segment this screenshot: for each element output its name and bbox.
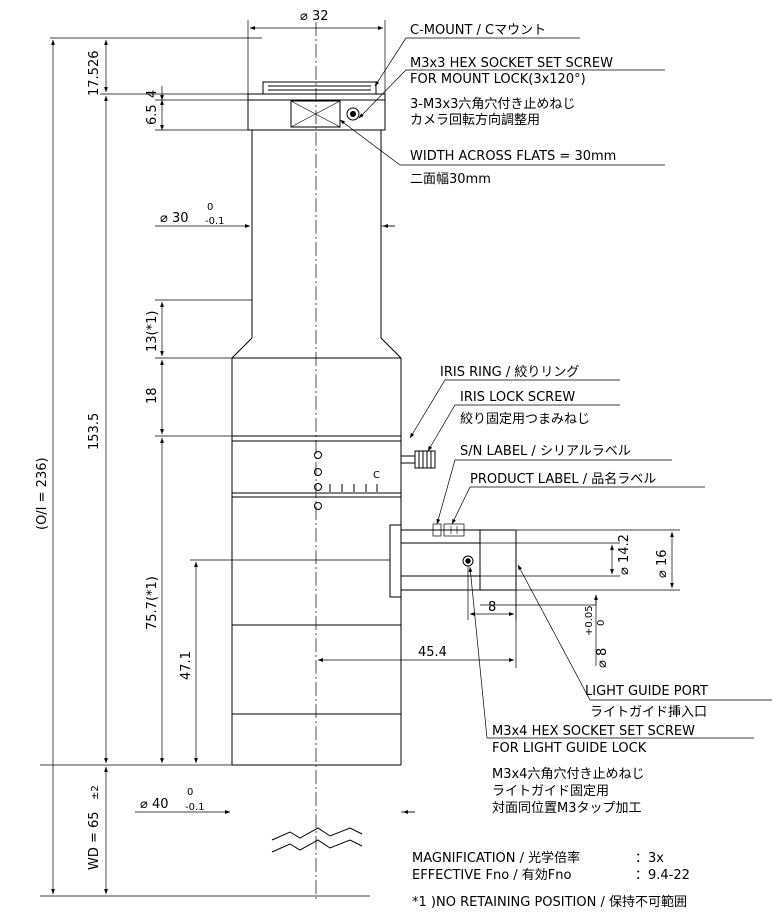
m3x4-label-2: FOR LIGHT GUIDE LOCK bbox=[492, 741, 647, 756]
dia40-tol-low: -0.1 bbox=[185, 802, 205, 813]
wd-label: WD = 65 bbox=[87, 811, 102, 870]
footnote: *1 )NO RETAINING POSITION / 保持不可範囲 bbox=[412, 895, 687, 910]
iris-c-mark: C bbox=[373, 470, 380, 481]
product-label-icon bbox=[443, 523, 465, 537]
width-flats-jp: 二面幅30mm bbox=[410, 172, 491, 187]
m3x3-jp-2: カメラ回転方向調整用 bbox=[410, 112, 540, 128]
m3x3-label-2: FOR MOUNT LOCK(3x120°) bbox=[410, 72, 586, 87]
dim-18: 18 bbox=[145, 387, 160, 404]
iris-lock-screw-icon bbox=[400, 455, 416, 464]
dim-757: 75.7(*1) bbox=[145, 576, 160, 630]
dim-1535: 153.5 bbox=[87, 413, 102, 450]
mount-ring bbox=[247, 93, 386, 131]
dim-65: 6.5 bbox=[145, 104, 160, 125]
m3x3-jp-1: 3-M3x3六角穴付き止めねじ bbox=[410, 97, 575, 112]
magnification-value: ：3x bbox=[635, 851, 664, 866]
dim-8: 8 bbox=[488, 600, 496, 615]
oi-label: (O/I = 236) bbox=[35, 457, 50, 530]
product-label-text: PRODUCT LABEL / 品名ラベル bbox=[470, 471, 656, 487]
dim-471: 47.1 bbox=[179, 651, 194, 680]
dia40-tol-up: 0 bbox=[187, 787, 193, 798]
dia30-tol-up: 0 bbox=[207, 202, 213, 213]
light-guide-flange bbox=[389, 524, 402, 598]
dia16-label: ⌀ 16 bbox=[655, 549, 670, 578]
iris-dot-icon bbox=[314, 451, 322, 459]
light-port-jp: ライトガイド挿入口 bbox=[590, 705, 707, 720]
iris-ring-label: IRIS RING / 絞りリング bbox=[440, 365, 579, 380]
sn-label-text: S/N LABEL / シリアルラベル bbox=[460, 444, 631, 459]
m3x3-label-1: M3x3 HEX SOCKET SET SCREW bbox=[410, 56, 613, 71]
dia8-tol-up: +0.05 bbox=[584, 605, 595, 636]
m3x4-jp-1: M3x4六角穴付き止めねじ bbox=[492, 767, 644, 782]
cmount-label: C-MOUNT / Cマウント bbox=[410, 23, 546, 38]
dia30-tol-low: -0.1 bbox=[205, 216, 225, 227]
dia30-label: ⌀ 30 bbox=[160, 211, 189, 226]
iris-lock-label: IRIS LOCK SCREW bbox=[460, 390, 575, 405]
m3x4-jp-3: 対面同位置M3タップ加工 bbox=[492, 801, 642, 816]
light-port-label: LIGHT GUIDE PORT bbox=[585, 684, 708, 699]
dim-13: 13(*1) bbox=[145, 311, 160, 352]
dia8-label: ⌀ 8 bbox=[595, 648, 610, 668]
dim-4: 4 bbox=[145, 90, 160, 98]
dim-454: 45.4 bbox=[418, 645, 447, 660]
width-flats-label: WIDTH ACROSS FLATS = 30mm bbox=[410, 149, 616, 164]
top-diameter-label: ⌀ 32 bbox=[300, 9, 329, 24]
c-mount-thread bbox=[262, 81, 377, 95]
flat-face bbox=[290, 100, 341, 128]
m3x4-label-1: M3x4 HEX SOCKET SET SCREW bbox=[492, 724, 695, 739]
fno-label: EFFECTIVE Fno / 有効Fno bbox=[412, 868, 572, 883]
dia8-tol-low: 0 bbox=[596, 620, 607, 626]
iris-lock-jp: 絞り固定用つまみねじ bbox=[460, 412, 590, 427]
dim-17526: 17.526 bbox=[87, 51, 102, 97]
dia142-label: ⌀ 14.2 bbox=[617, 534, 632, 575]
m3x4-jp-2: ライトガイド固定用 bbox=[492, 784, 609, 799]
break-line-icon bbox=[271, 827, 363, 841]
fno-value: ：9.4-22 bbox=[635, 868, 690, 883]
dia40-label: ⌀ 40 bbox=[140, 797, 169, 812]
magnification-label: MAGNIFICATION / 光学倍率 bbox=[412, 850, 580, 866]
wd-tol: ±2 bbox=[90, 785, 101, 800]
